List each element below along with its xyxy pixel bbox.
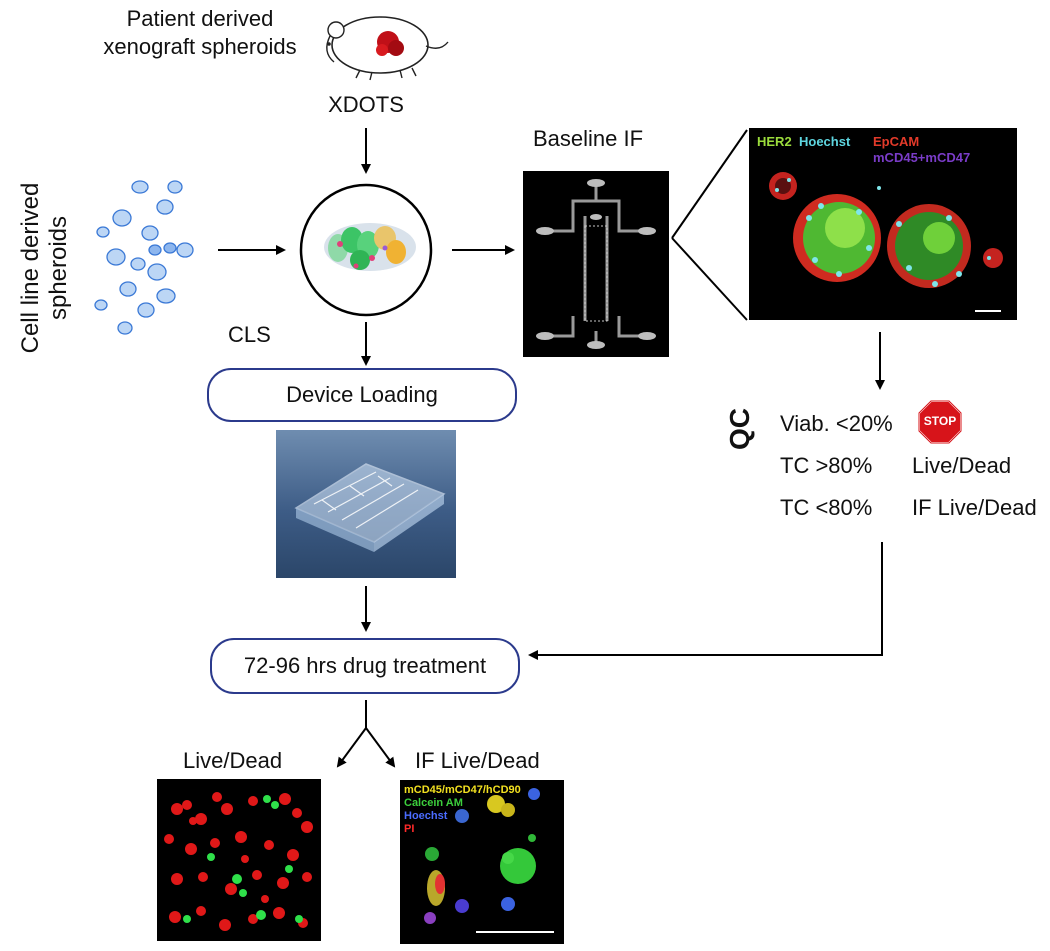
cell-line-label-line1: Cell line derived	[17, 182, 44, 354]
cell-line-label: Cell line derived spheroids	[17, 143, 73, 393]
if-live-dead-micrograph: mCD45/mCD47/hCD90 Calcein AM Hoechst PI	[400, 780, 564, 944]
xdots-label: XDOTS	[328, 92, 404, 117]
zoom-line-bottom	[671, 237, 748, 321]
marker-hoechst: Hoechst	[799, 134, 851, 149]
qc-outcome-3: IF Live/Dead	[912, 495, 1037, 520]
if-live-dead-title: IF Live/Dead	[415, 748, 540, 773]
stop-sign-text: STOP	[923, 414, 957, 428]
arrow-split-right	[365, 727, 396, 768]
if-marker-2: Calcein AM	[404, 797, 463, 809]
pdx-label: Patient derived xenograft spheroids	[90, 5, 310, 61]
arrow-split-left	[336, 727, 367, 768]
device-loading-label: Device Loading	[286, 382, 438, 407]
arrow-qc-return	[528, 542, 883, 660]
qc-condition-2: TC >80%	[780, 453, 873, 478]
cls-label: CLS	[228, 322, 271, 347]
device-loading-box: Device Loading	[207, 368, 517, 422]
pdx-label-line2: xenograft spheroids	[103, 34, 297, 59]
qc-label: QC	[724, 408, 755, 450]
drug-treatment-label: 72-96 hrs drug treatment	[243, 653, 487, 678]
marker-mcd45: mCD45+mCD47	[873, 150, 971, 165]
marker-her2: HER2	[757, 134, 792, 149]
drug-treatment-box: 72-96 hrs drug treatment	[210, 638, 520, 694]
live-dead-title: Live/Dead	[183, 748, 283, 773]
if-marker-1: mCD45/mCD47/hCD90	[404, 784, 521, 796]
if-marker-4: PI	[404, 823, 415, 835]
live-dead-micrograph	[157, 779, 321, 941]
stop-sign-icon: STOP	[918, 400, 962, 444]
pdx-label-line1: Patient derived	[126, 6, 274, 31]
qc-outcome-2: Live/Dead	[912, 453, 1012, 478]
cell-line-label-line2: spheroids	[45, 215, 72, 321]
qc-condition-3: TC <80%	[780, 495, 873, 520]
microfluidic-chip-icon	[523, 171, 669, 357]
baseline-if-micrograph: HER2 Hoechst EpCAM mCD45+mCD47	[749, 128, 1017, 320]
baseline-if-title: Baseline IF	[533, 126, 644, 151]
qc-condition-1: Viab. <20%	[780, 411, 893, 436]
marker-epcam: EpCAM	[873, 134, 920, 149]
zoom-line-top	[671, 129, 748, 239]
device-photo-icon	[276, 430, 456, 578]
if-marker-3: Hoechst	[404, 810, 448, 822]
